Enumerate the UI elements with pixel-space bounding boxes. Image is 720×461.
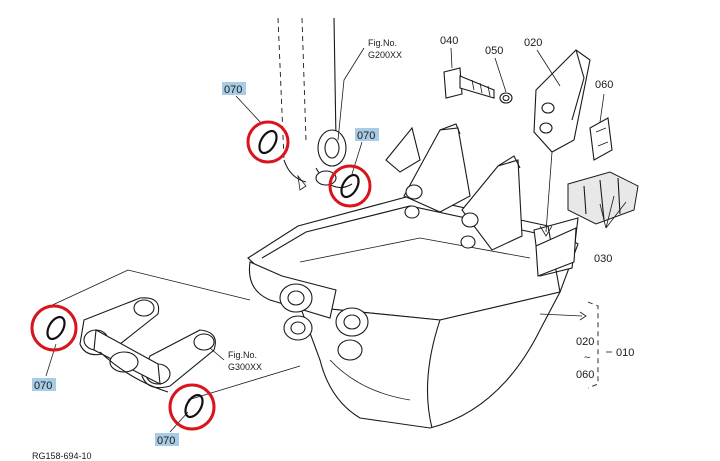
ref-070-label: 070 [157,435,175,447]
part-label-020: 020 [524,37,542,49]
range-tilde: ~ [584,352,590,364]
fig-ref-line2: G300XX [228,362,262,372]
fig-ref-g200xx[interactable]: Fig.No. G200XX [337,38,402,141]
fig-ref-line1: Fig.No. [368,38,397,48]
fig-ref-g300xx[interactable]: Fig.No. G300XX [209,347,262,372]
part-number-labels: 040 050 020 060 030 020 ~ 060 010 [440,35,634,381]
tooth-point-020[interactable] [533,49,591,237]
part-label-030: 030 [594,253,612,265]
link-assembly [45,269,301,401]
side-cutter-030[interactable] [535,171,639,277]
part-label-060: 060 [595,79,613,91]
range-top-label: 020 [576,336,594,348]
ref-070-label: 070 [357,130,375,142]
o-ring-070-highlight[interactable] [168,383,216,431]
o-ring-070-highlight[interactable] [246,120,290,164]
o-ring-070-highlight[interactable] [328,164,372,208]
tooth-shanks [385,123,523,251]
ref-070-label: 070 [224,84,242,96]
fig-ref-line2: G200XX [368,50,402,60]
bolt-040[interactable] [443,67,495,99]
o-ring-070-highlight[interactable] [30,304,78,352]
part-leaders [450,47,627,389]
assembly-label-010: 010 [616,347,634,359]
shim-060[interactable] [589,117,613,161]
ref-070-label: 070 [34,380,52,392]
drawing-code: RG158-694-10 [32,451,92,461]
part-label-040: 040 [440,35,458,47]
fig-ref-line1: Fig.No. [228,350,257,360]
ref-070-leaders [45,95,363,433]
bucket [247,195,579,429]
washer-050[interactable] [499,92,513,104]
part-label-050: 050 [485,45,503,57]
range-bottom-label: 060 [576,369,594,381]
ref-070-labels[interactable]: 070 070 070 070 [32,82,379,447]
arm-outline [277,17,353,191]
